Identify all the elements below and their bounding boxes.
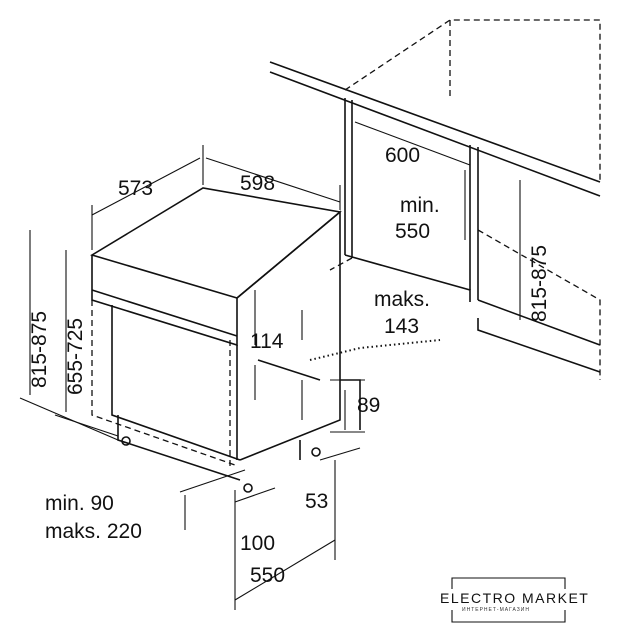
dim-panel-114: 114 — [250, 330, 284, 353]
logo-name: ELECTRO MARKET — [440, 590, 589, 606]
electro-market-logo: ELECTRO MARKET ИНТЕРНЕТ-МАГАЗИН — [440, 577, 589, 623]
dim-niche-depth-min-value: 550 — [395, 220, 430, 243]
logo-subtitle: ИНТЕРНЕТ-МАГАЗИН — [462, 607, 530, 613]
dim-height-inner-left: 655-725 — [64, 318, 87, 395]
dim-maks-value: 143 — [384, 315, 419, 338]
dishwasher — [90, 187, 342, 493]
dim-width-598: 598 — [240, 172, 275, 195]
dim-depth-573: 573 — [118, 177, 153, 200]
dim-plinth-max: maks. 220 — [45, 520, 142, 543]
dim-depth-550: 550 — [250, 564, 285, 587]
dim-maks-label: maks. — [374, 288, 430, 311]
dim-niche-height-right: 815-875 — [528, 245, 551, 322]
dim-niche-width-600: 600 — [385, 144, 420, 167]
dim-height-left: 815-875 — [28, 311, 51, 388]
dim-side-53: 53 — [305, 490, 328, 513]
dimension-lines — [19, 121, 521, 610]
dim-niche-depth-min-label: min. — [400, 194, 440, 217]
dim-plinth-89: 89 — [357, 394, 380, 417]
dim-foot-100: 100 — [240, 532, 275, 555]
dim-plinth-min: min. 90 — [45, 492, 114, 515]
kitchen-cabinet — [269, 19, 601, 430]
